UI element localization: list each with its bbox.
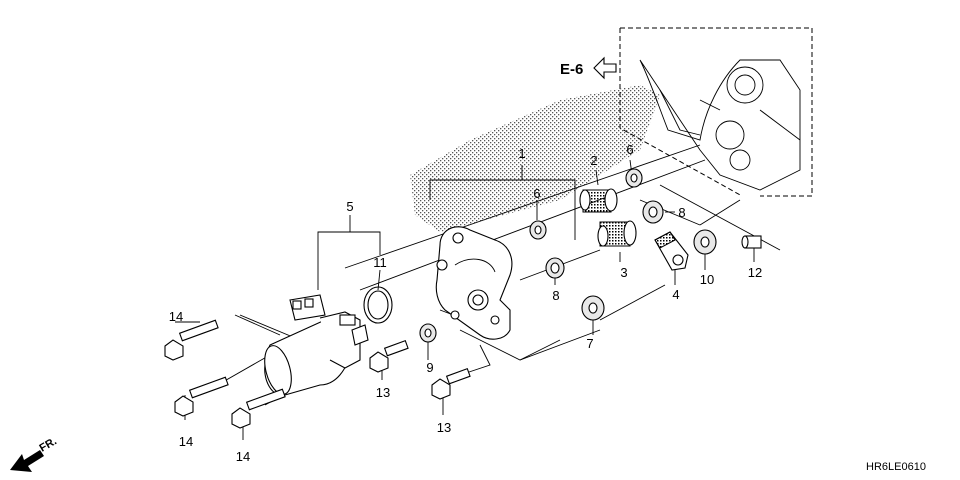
callout-13-left: 13 <box>376 385 390 400</box>
shading-region <box>410 85 660 232</box>
bearing-8-upper <box>642 200 664 224</box>
callout-9: 9 <box>426 360 433 375</box>
callout-6-lower: 6 <box>533 186 540 201</box>
bolt-14-bottom <box>231 388 286 429</box>
front-direction-arrow <box>10 450 44 472</box>
front-direction-label: FR. <box>38 435 59 454</box>
bolt-14-top <box>164 319 219 361</box>
washer-9 <box>419 323 437 343</box>
sector-4 <box>654 231 689 271</box>
callout-14-bottom: 14 <box>236 449 250 464</box>
pin-12 <box>741 235 762 249</box>
callout-10: 10 <box>700 272 714 287</box>
callout-4: 4 <box>672 287 679 302</box>
diagram-code: HR6LE0610 <box>866 461 926 473</box>
callout-8-lower: 8 <box>552 288 559 303</box>
bearing-6-lower <box>529 220 547 240</box>
callout-6-upper: 6 <box>626 142 633 157</box>
callout-11: 11 <box>373 255 387 270</box>
callout-13-right: 13 <box>437 420 451 435</box>
bearing-7 <box>581 295 605 321</box>
o-ring <box>363 286 393 324</box>
bolt-14-middle <box>174 376 229 417</box>
callout-3: 3 <box>620 265 627 280</box>
reference-label: E-6 <box>560 61 583 78</box>
callout-12: 12 <box>748 265 762 280</box>
bolt-13-left <box>369 340 409 373</box>
bearing-8-lower <box>545 257 565 279</box>
bearing-6-upper <box>625 168 643 188</box>
callouts: 1 2 3 4 5 6 6 7 8 8 9 10 11 12 13 13 14 … <box>169 142 762 464</box>
callout-1: 1 <box>518 146 525 161</box>
callout-5: 5 <box>346 199 353 214</box>
bearing-10 <box>693 229 717 255</box>
reference-arrow <box>593 56 617 80</box>
bolt-13-right <box>431 368 471 400</box>
callout-8-upper: 8 <box>678 205 685 220</box>
cover-plate <box>435 226 513 340</box>
gear-3 <box>597 220 637 247</box>
gear-2 <box>579 188 618 213</box>
callout-7: 7 <box>586 336 593 351</box>
transmission-case <box>619 27 813 197</box>
motor-assembly <box>264 294 369 396</box>
callout-14-top: 14 <box>169 309 183 324</box>
callout-2: 2 <box>590 153 597 168</box>
callout-14-middle: 14 <box>179 434 193 449</box>
